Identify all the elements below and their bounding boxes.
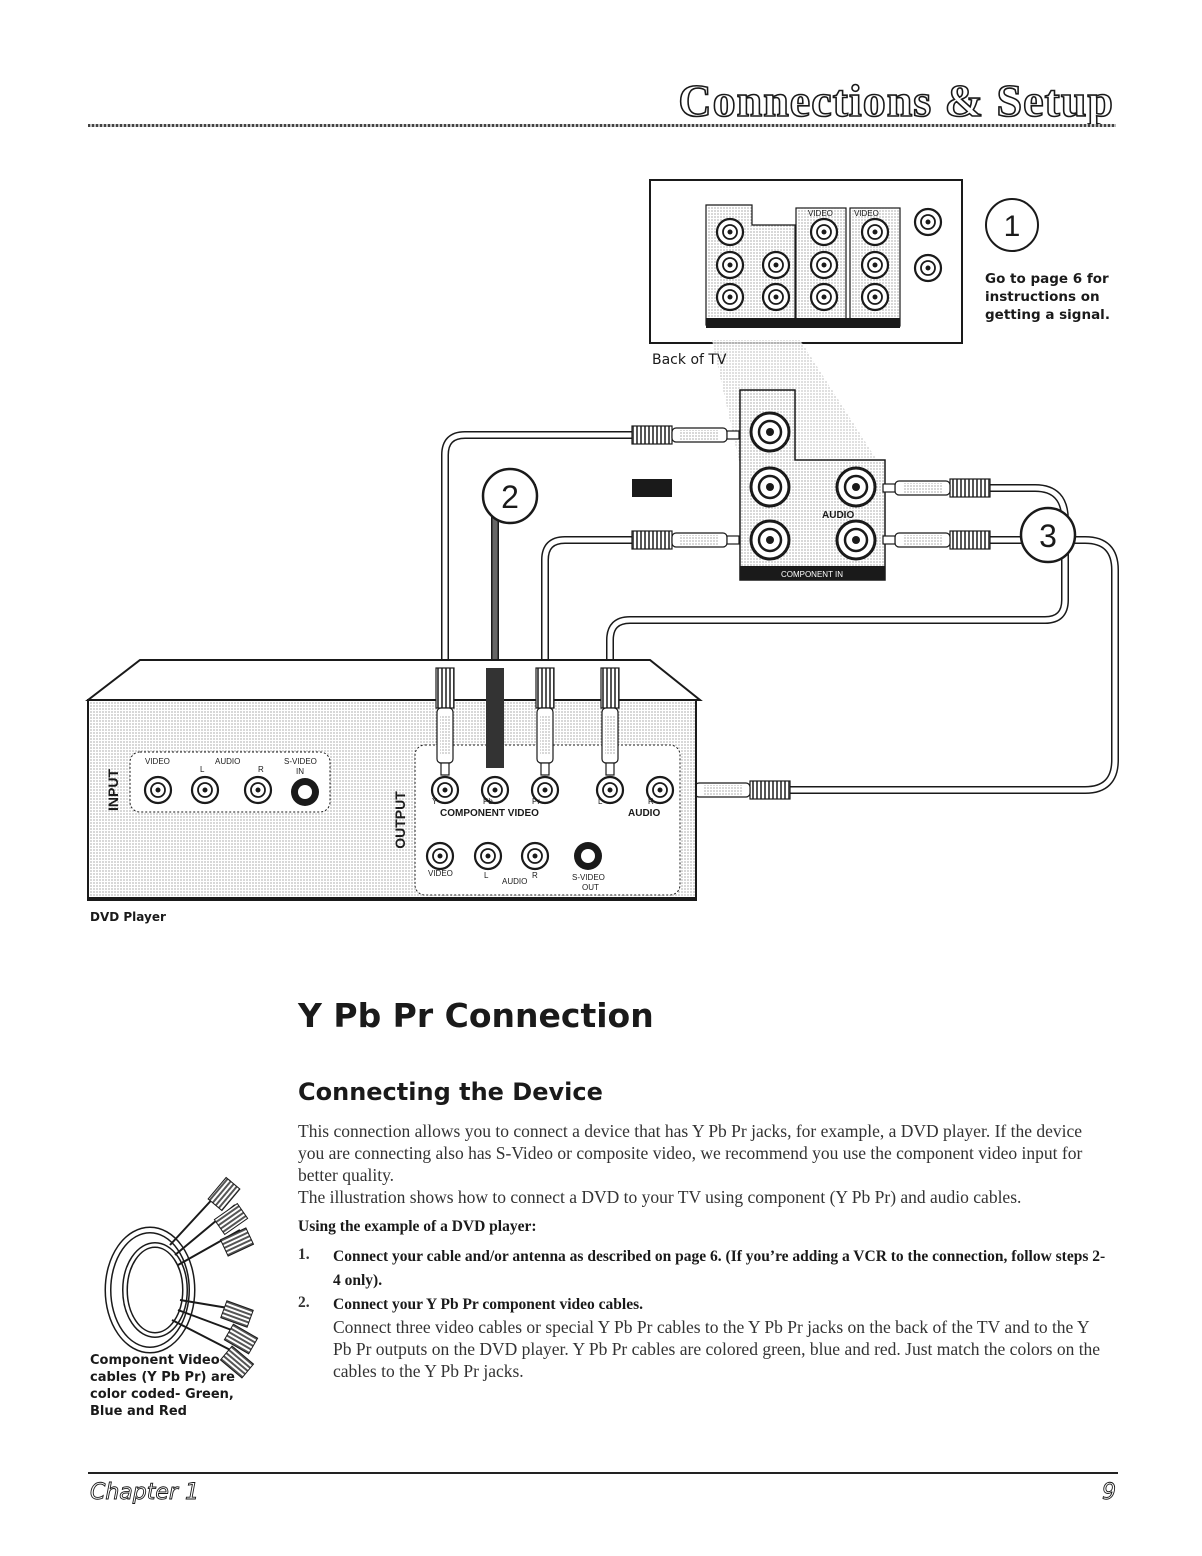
step-2-number: 2: [501, 479, 519, 515]
steps-list: 1. Connect your cable and/or antenna as …: [298, 1244, 1108, 1382]
component-cable-illustration: [104, 1176, 259, 1379]
zoom-jack-pb: [749, 466, 791, 508]
step-number: 2.: [298, 1294, 310, 1311]
step-text: Connect your Y Pb Pr component video cab…: [333, 1296, 643, 1313]
tv-jack-video-out: [860, 217, 890, 247]
header-rule: [88, 124, 1116, 127]
illustration-paragraph: The illustration shows how to connect a …: [298, 1187, 1022, 1207]
dvd-output-r-label: R: [648, 797, 654, 806]
tv-label-video-1: VIDEO: [808, 209, 833, 218]
zoom-audio-label: AUDIO: [822, 510, 854, 521]
step-number: 1.: [298, 1246, 310, 1263]
step-3-marker: 3: [1019, 506, 1077, 564]
tv-jack-antenna-analog: [913, 253, 943, 283]
step-text: Connect your cable and/or antenna as des…: [333, 1248, 1106, 1289]
dvd-output-label: OUTPUT: [392, 791, 408, 849]
dvd-out-r-label: R: [532, 871, 538, 880]
dvd-input-svideo-label: S-VIDEO: [284, 757, 317, 766]
dvd-out-svideo-label: S-VIDEO: [572, 873, 605, 882]
dvd-output-pb-label: Pb: [483, 797, 493, 806]
dvd-player-label: DVD Player: [90, 910, 166, 924]
page-header-title: Connections & Setup: [678, 74, 1114, 127]
back-of-tv-label: Back of TV: [652, 352, 727, 368]
tv-jack-pb: [715, 250, 745, 280]
tv-jack-video-out-r: [860, 282, 890, 312]
step-detail: Connect three video cables or special Y …: [333, 1317, 1101, 1381]
dvd-output-y-label: Y: [432, 797, 438, 806]
component-in-zoom-panel: COMPONENT IN AUDIO: [739, 389, 886, 581]
footer-chapter: Chapter 1: [90, 1480, 200, 1506]
tv-jack-video-in-l: [809, 250, 839, 280]
zoom-jack-audio-r: [835, 519, 877, 561]
dvd-input-audio-label: AUDIO: [215, 757, 240, 766]
cable-caption: Component Video cables (Y Pb Pr) are col…: [90, 1353, 235, 1419]
step-2-marker: 2: [481, 467, 539, 525]
tv-back-panel: VIDEO VIDEO: [649, 179, 963, 344]
intro-paragraph: This connection allows you to connect a …: [298, 1121, 1083, 1185]
footer-rule: [88, 1472, 1118, 1474]
step-1-number: 1: [1004, 210, 1021, 243]
dvd-component-video-label: COMPONENT VIDEO: [440, 808, 539, 819]
dvd-out-video-label: VIDEO: [428, 869, 453, 878]
tv-jack-audio-r: [761, 282, 791, 312]
dvd-output-pr-label: Pr: [532, 797, 540, 806]
component-in-label: COMPONENT IN: [781, 570, 843, 579]
dvd-out-audio-label: AUDIO: [502, 877, 527, 886]
dvd-out-l-label: L: [484, 871, 489, 880]
dvd-audio-label: AUDIO: [628, 808, 660, 819]
dvd-player: INPUT VIDEO L AUDIO R S-VIDEO IN OUTPUT …: [85, 659, 703, 901]
tv-jack-pr: [715, 282, 745, 312]
zoom-jack-audio-l: [835, 466, 877, 508]
steps-lead: Using the example of a DVD player:: [298, 1218, 537, 1235]
section-title: Connecting the Device: [298, 1078, 603, 1106]
page-title: Y Pb Pr Connection: [298, 996, 654, 1035]
dvd-out-out-label: OUT: [582, 883, 599, 892]
dvd-output-l-label: L: [598, 797, 603, 806]
cables: [441, 431, 1119, 794]
tv-jack-audio-l: [761, 250, 791, 280]
tv-jack-video-in-r: [809, 282, 839, 312]
step-1-marker: 1: [985, 198, 1039, 252]
dvd-input-r-label: R: [258, 765, 264, 774]
dvd-input-label: INPUT: [105, 769, 121, 811]
zoom-jack-pr: [749, 519, 791, 561]
tv-jack-video-in: [809, 217, 839, 247]
dvd-plugs: [435, 667, 620, 776]
tv-jack-video-out-l: [860, 250, 890, 280]
page-number: 9: [1102, 1480, 1117, 1506]
step-3-number: 3: [1039, 518, 1057, 554]
tv-jack-y: [715, 217, 745, 247]
zoom-jack-y: [749, 411, 791, 453]
tv-label-video-2: VIDEO: [854, 209, 879, 218]
step-1-note: Go to page 6 for instructions on getting…: [985, 271, 1110, 323]
body-text: This connection allows you to connect a …: [298, 1120, 1108, 1382]
dvd-input-in-label: IN: [296, 767, 304, 776]
step-item: 1. Connect your cable and/or antenna as …: [298, 1244, 1108, 1292]
tv-jack-antenna-digital: [913, 207, 943, 237]
dvd-input-video-label: VIDEO: [145, 757, 170, 766]
dvd-input-l-label: L: [200, 765, 205, 774]
cable-plugs: [631, 425, 991, 800]
step-item: 2. Connect your Y Pb Pr component video …: [298, 1292, 1108, 1382]
